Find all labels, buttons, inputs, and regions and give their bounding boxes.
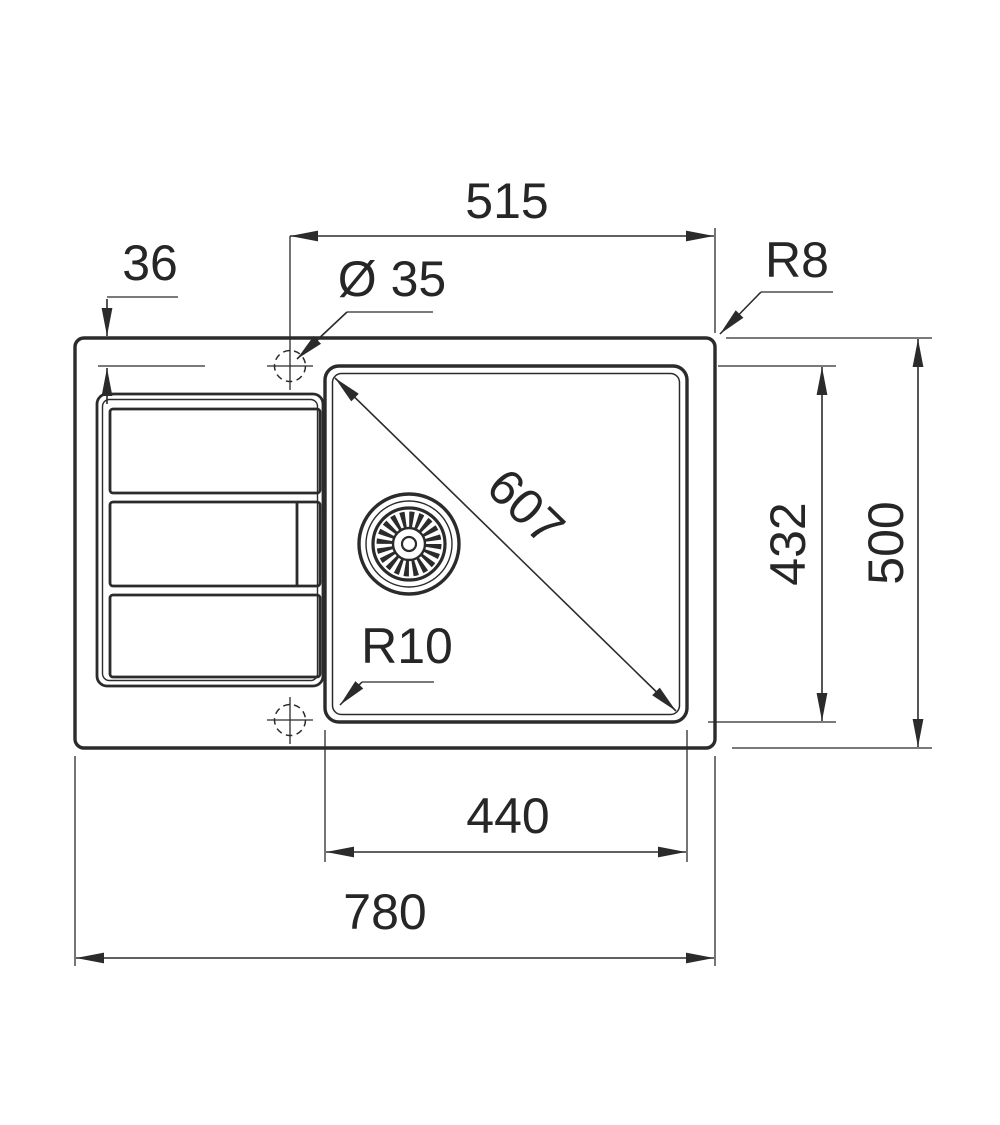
dimension-top-width: 515 bbox=[290, 173, 716, 333]
dimension-rim-offset: 36 bbox=[98, 235, 205, 404]
tap-hole-bottom bbox=[267, 697, 313, 744]
bowl-inner-edge bbox=[331, 372, 681, 716]
dim-432-label: 432 bbox=[760, 502, 816, 585]
dim-607-line bbox=[334, 377, 677, 712]
drainboard bbox=[95, 392, 325, 688]
main-bowl bbox=[323, 364, 689, 724]
dim-d35-label: Ø 35 bbox=[338, 251, 446, 307]
drainboard-panel-bottom bbox=[108, 593, 322, 679]
dim-440-label: 440 bbox=[466, 788, 549, 844]
drainboard-ledge-outer bbox=[95, 392, 325, 688]
dim-515-label: 515 bbox=[465, 173, 548, 229]
dimension-bowl-corner-radius: R10 bbox=[339, 618, 453, 706]
dimension-overall-width: 780 bbox=[74, 756, 716, 966]
strainer-center-hole bbox=[400, 535, 418, 553]
dim-r8-leader bbox=[719, 291, 762, 335]
dimension-overall-depth: 500 bbox=[726, 337, 932, 749]
drain-strainer bbox=[357, 492, 461, 596]
dimensions: 515 36 Ø 35 R8 bbox=[74, 173, 932, 966]
dim-d35-leader bbox=[296, 311, 348, 360]
dim-500-label: 500 bbox=[858, 501, 914, 584]
bowl-outer-edge bbox=[323, 364, 689, 724]
dimension-bowl-depth: 432 bbox=[708, 365, 836, 723]
dim-607-label: 607 bbox=[476, 458, 575, 556]
dim-780-label: 780 bbox=[343, 884, 426, 940]
dimension-outer-corner-radius: R8 bbox=[719, 232, 833, 335]
dim-r10-leader bbox=[339, 681, 364, 706]
tap-hole-top bbox=[267, 236, 313, 390]
drainboard-panel-middle bbox=[108, 500, 322, 588]
dimension-tap-hole-diameter: Ø 35 bbox=[296, 251, 446, 360]
sink-outer-outline bbox=[73, 336, 717, 750]
drainboard-panel-top bbox=[108, 407, 322, 495]
drainboard-ledge-inner bbox=[101, 398, 319, 682]
dim-r10-label: R10 bbox=[361, 618, 453, 674]
dim-r8-label: R8 bbox=[765, 232, 829, 288]
dim-36-label: 36 bbox=[122, 235, 178, 291]
dimension-bowl-width: 440 bbox=[324, 730, 688, 862]
